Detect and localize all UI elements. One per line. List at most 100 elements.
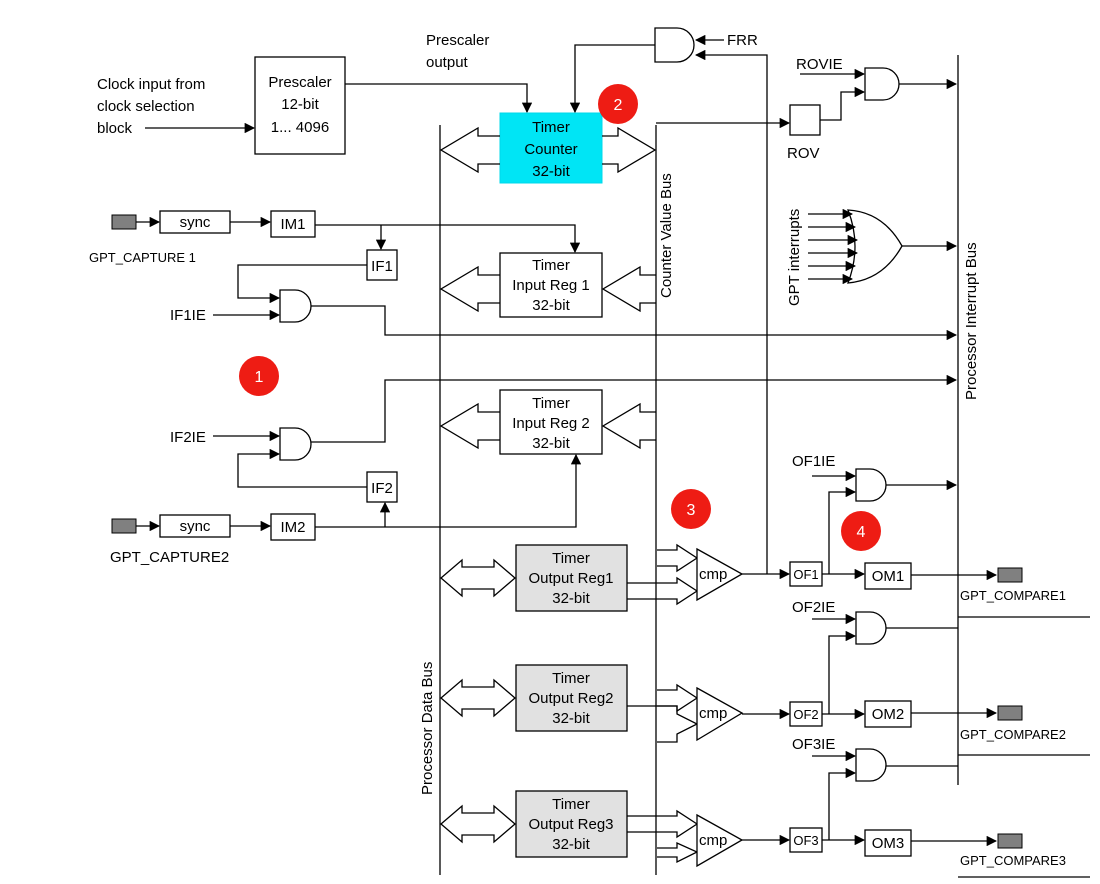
if2-and-gate <box>279 427 312 461</box>
frr-and-gate <box>654 27 695 63</box>
output-reg1-block <box>515 544 628 612</box>
of2-to-gate-wire <box>828 630 857 714</box>
gpt-capture1-label: GPT_CAPTURE 1 <box>89 250 196 265</box>
output-reg2-bus-arrow <box>440 678 516 718</box>
if1-gate-output-wire <box>311 305 958 341</box>
svg-text:2: 2 <box>614 97 623 114</box>
if1-to-gate-wire <box>237 264 367 304</box>
badge-1: 1 <box>239 356 279 396</box>
if2-gate-output-wire <box>311 374 958 443</box>
gpt-compare2-label: GPT_COMPARE2 <box>960 727 1066 742</box>
sync2-label: sync <box>180 518 211 535</box>
om1-block <box>864 562 912 590</box>
prescaler-output-label-2: output <box>426 54 469 71</box>
prescaler-block <box>254 56 346 155</box>
if2ie-label: IF2IE <box>170 429 206 446</box>
input-reg1-line-2: Input Reg 1 <box>512 277 590 294</box>
gpt-interrupts-or-gate <box>847 209 903 284</box>
timer-counter-block <box>499 112 603 184</box>
im1-label: IM1 <box>280 216 305 233</box>
rov-label: ROV <box>787 145 820 162</box>
gpt-capture2-label: GPT_CAPTURE2 <box>110 549 229 566</box>
badge-4: 4 <box>841 511 881 551</box>
output-reg1-bus-arrow <box>440 558 516 598</box>
cmp3-label: cmp <box>699 832 727 849</box>
im2-block <box>270 513 316 541</box>
counter-bus-to-input-reg2-arrow <box>601 402 656 450</box>
output-reg3-line-2: Output Reg3 <box>528 816 613 833</box>
if2-flag-block <box>366 471 398 503</box>
counter-value-bus-label: Counter Value Bus <box>658 173 675 298</box>
of1-flag-block <box>789 561 823 587</box>
om3-label: OM3 <box>872 835 905 852</box>
cmp1-comparator <box>696 547 744 602</box>
if1-label: IF1 <box>371 258 393 275</box>
of3-label: OF3 <box>793 833 818 848</box>
output-reg3-line-3: 32-bit <box>552 836 590 853</box>
gpt-compare1-label: GPT_COMPARE1 <box>960 588 1066 603</box>
output-reg2-to-cmp2-arrow <box>627 705 699 743</box>
counter-value-bus-arrow <box>602 126 657 174</box>
counter-data-bus-arrow <box>439 126 500 174</box>
of2ie-label: OF2IE <box>792 599 835 616</box>
of1-label: OF1 <box>793 567 818 582</box>
clock-input-label-2: clock selection <box>97 98 195 115</box>
output-reg2-line-2: Output Reg2 <box>528 690 613 707</box>
input-reg1-block <box>499 252 603 318</box>
prescaler-line-1: Prescaler <box>268 74 331 91</box>
rovie-and-gate <box>864 67 900 101</box>
if1-and-gate <box>279 289 312 323</box>
frr-label: FRR <box>727 32 758 49</box>
cmp1-label: cmp <box>699 566 727 583</box>
gpt-interrupt-inputs <box>808 208 859 285</box>
output-reg3-block <box>515 790 628 858</box>
clock-input-label-1: Clock input from <box>97 76 205 93</box>
gpt-compare2-pin <box>997 705 1023 721</box>
of3-flag-block <box>789 827 823 853</box>
im1-block <box>270 210 316 238</box>
timer-counter-line-2: Counter <box>524 141 577 158</box>
cmp3-comparator <box>696 813 744 868</box>
gpt-capture2-pin <box>111 518 137 534</box>
badge-3: 3 <box>671 489 711 529</box>
svg-text:4: 4 <box>857 524 866 541</box>
gpt-interrupts-label: GPT interrupts <box>786 209 803 306</box>
of2-and-gate <box>855 611 887 645</box>
input-reg2-line-2: Input Reg 2 <box>512 415 590 432</box>
badge-2: 2 <box>598 84 638 124</box>
om2-block <box>864 700 912 728</box>
output-reg1-line-1: Timer <box>552 550 590 567</box>
input-reg2-line-3: 32-bit <box>532 435 570 452</box>
output-reg1-line-3: 32-bit <box>552 590 590 607</box>
input-reg2-block <box>499 389 603 455</box>
counter-bus-to-cmp1-arrow <box>657 543 699 573</box>
of3-and-gate <box>855 748 887 782</box>
of1ie-label: OF1IE <box>792 453 835 470</box>
of3ie-label: OF3IE <box>792 736 835 753</box>
prescaler-line-3: 1... 4096 <box>271 119 329 136</box>
prescaler-output-label-1: Prescaler <box>426 32 489 49</box>
output-reg2-line-3: 32-bit <box>552 710 590 727</box>
counter-bus-to-input-reg1-arrow <box>601 265 656 313</box>
if2-to-gate-wire <box>237 448 367 488</box>
if2-label: IF2 <box>371 480 393 497</box>
if1ie-label: IF1IE <box>170 307 206 324</box>
of3-to-gate-wire <box>828 767 857 840</box>
if1-flag-block <box>366 249 398 281</box>
svg-text:3: 3 <box>687 502 696 519</box>
processor-data-bus-label: Processor Data Bus <box>419 662 436 795</box>
output-reg1-to-cmp1-arrow <box>627 576 699 606</box>
om2-label: OM2 <box>872 706 905 723</box>
input-reg1-line-1: Timer <box>532 257 570 274</box>
prescaler-line-2: 12-bit <box>281 96 319 113</box>
prescaler-output-wire <box>345 83 533 114</box>
of2-label: OF2 <box>793 707 818 722</box>
clock-input-label-3: block <box>97 120 133 137</box>
input-reg2-data-bus-arrow <box>439 402 500 450</box>
om3-block <box>864 829 912 857</box>
im2-to-input-reg2-wire <box>315 453 582 528</box>
timer-counter-line-3: 32-bit <box>532 163 570 180</box>
rov-to-gate-wire <box>820 86 866 121</box>
sync1-label: sync <box>180 214 211 231</box>
cmp2-comparator <box>696 686 744 742</box>
